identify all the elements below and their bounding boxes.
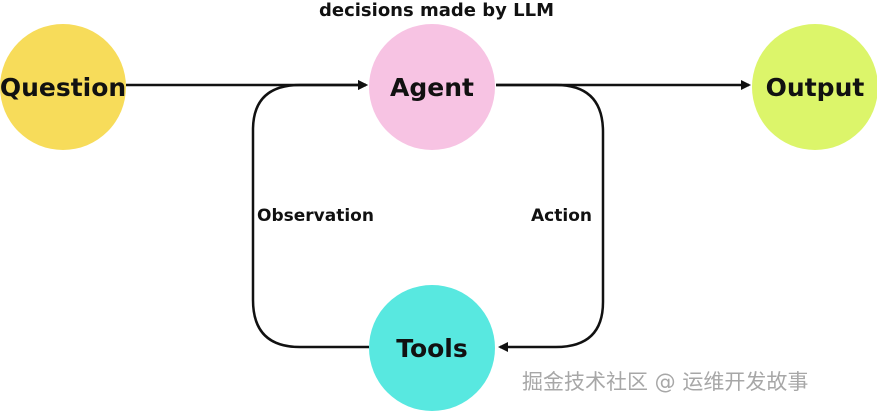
diagram-title: decisions made by LLM — [319, 0, 554, 21]
watermark-text: 掘金技术社区 @ 运维开发故事 — [522, 370, 809, 394]
node-tools: Tools — [369, 285, 495, 411]
node-question-label: Question — [0, 72, 127, 102]
node-question: Question — [0, 24, 126, 150]
arrow-action-agent-to-tools — [496, 83, 605, 352]
node-output-label: Output — [765, 72, 865, 102]
node-tools-label: Tools — [396, 333, 468, 363]
node-output: Output — [752, 24, 877, 150]
edge-label-action: Action — [531, 206, 592, 226]
edge-label-observation: Observation — [257, 206, 374, 226]
arrow-observation-tools-to-agent — [251, 80, 369, 349]
node-agent-label: Agent — [390, 72, 474, 102]
node-agent: Agent — [369, 24, 495, 150]
